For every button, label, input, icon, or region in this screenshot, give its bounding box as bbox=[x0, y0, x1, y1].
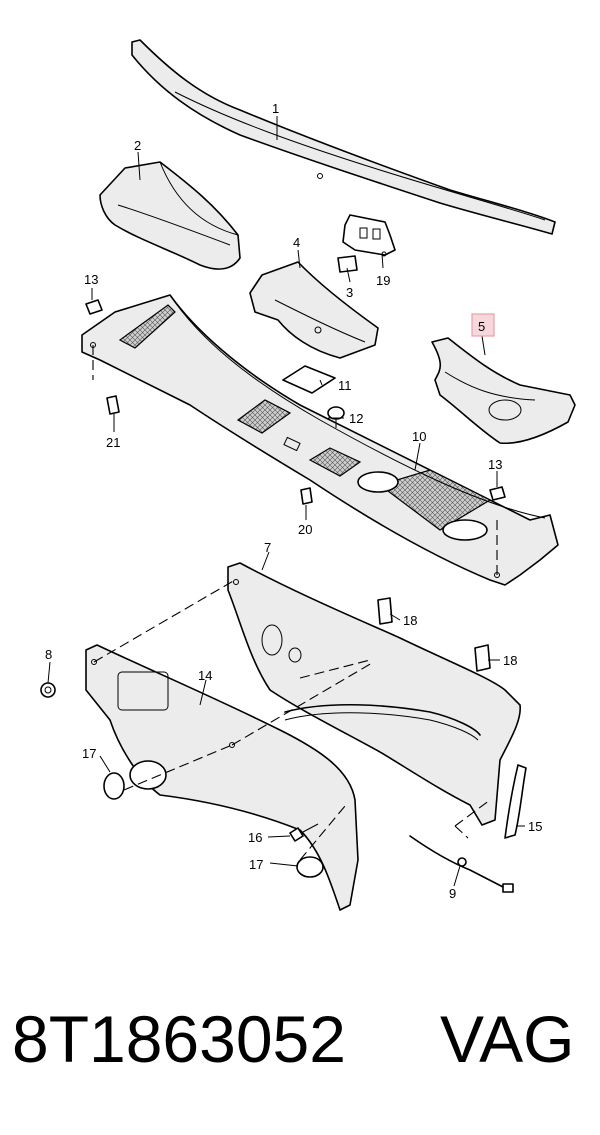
part-2-left-duct bbox=[99, 161, 241, 270]
part-10-plenum-panel bbox=[81, 294, 559, 586]
part-18-clip-lower bbox=[474, 644, 491, 672]
callout-8: 8 bbox=[45, 647, 52, 662]
reference-dash-lines bbox=[92, 345, 498, 861]
brand-text: VAG bbox=[440, 1002, 575, 1076]
part-7-bulkhead-insulation bbox=[227, 562, 521, 826]
part-14-side-panel bbox=[85, 644, 359, 911]
callout-5-highlight bbox=[471, 313, 495, 337]
part-21-clip bbox=[106, 395, 120, 415]
part-8-nut bbox=[40, 682, 56, 698]
callout-19: 19 bbox=[376, 273, 390, 288]
callout-7: 7 bbox=[264, 540, 271, 555]
callout-5: 5 bbox=[478, 319, 485, 334]
callout-15: 15 bbox=[528, 819, 542, 834]
callout-13-left: 13 bbox=[84, 272, 98, 287]
part-15-seal-strip bbox=[504, 764, 527, 839]
part-13-nut-right bbox=[489, 486, 506, 501]
part-9-cable-tie bbox=[409, 835, 514, 893]
part-3-clip-nut bbox=[337, 255, 358, 273]
callout-18-upper: 18 bbox=[403, 613, 417, 628]
callout-3: 3 bbox=[346, 285, 353, 300]
callout-17-left: 17 bbox=[82, 746, 96, 761]
callout-labels: 1 2 3 4 5 7 8 9 10 11 12 13 13 14 15 16 … bbox=[45, 101, 542, 901]
part-17-expansion-nut-left bbox=[103, 772, 125, 800]
callout-9: 9 bbox=[449, 886, 456, 901]
callout-10: 10 bbox=[412, 429, 426, 444]
part-19-bracket bbox=[342, 214, 396, 257]
callout-20: 20 bbox=[298, 522, 312, 537]
part-4-center-trough bbox=[249, 261, 379, 359]
part-17-expansion-nut-right bbox=[296, 856, 324, 878]
part-16-bolt bbox=[289, 823, 319, 842]
part-11-clip-plate bbox=[282, 365, 336, 394]
callout-13-right: 13 bbox=[488, 457, 502, 472]
leader-lines bbox=[47, 116, 525, 887]
callout-16: 16 bbox=[248, 830, 262, 845]
part-12-push-rivet bbox=[327, 406, 345, 428]
part-number-text: 8T1863052 bbox=[12, 1002, 346, 1076]
callout-1: 1 bbox=[272, 101, 279, 116]
callout-21: 21 bbox=[106, 435, 120, 450]
callout-17-right: 17 bbox=[249, 857, 263, 872]
callout-12: 12 bbox=[349, 411, 363, 426]
part-1-cowl-strip bbox=[131, 39, 556, 235]
part-13-nut-left bbox=[85, 299, 103, 315]
callout-4: 4 bbox=[293, 235, 300, 250]
part-20-clip bbox=[300, 487, 313, 505]
part-5-right-trough bbox=[431, 337, 576, 445]
callout-18-lower: 18 bbox=[503, 653, 517, 668]
callout-14: 14 bbox=[198, 668, 212, 683]
callout-2: 2 bbox=[134, 138, 141, 153]
part-18-clip-upper bbox=[377, 597, 393, 625]
callout-11: 11 bbox=[338, 378, 352, 393]
